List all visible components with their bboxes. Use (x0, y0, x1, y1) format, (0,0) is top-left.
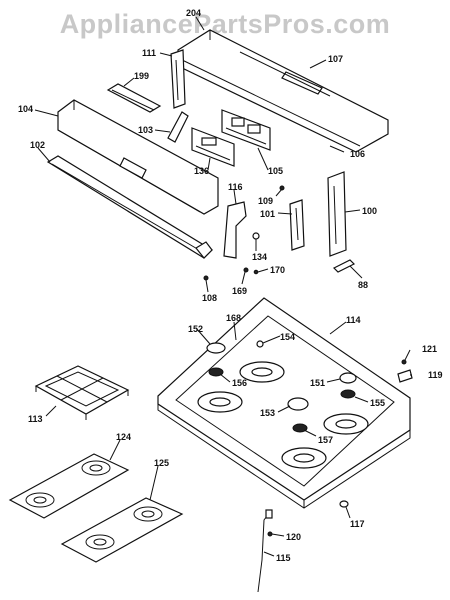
drip-pan (60, 497, 184, 563)
screw (243, 267, 249, 273)
part-label: 106 (350, 149, 365, 159)
ignition-wire (257, 509, 273, 593)
part-label: 109 (258, 196, 273, 206)
part-label: 154 (280, 332, 295, 342)
part-label: 117 (350, 519, 365, 529)
part-label: 169 (232, 286, 247, 296)
part-label: 152 (188, 324, 203, 334)
part-label: 136 (194, 166, 209, 176)
part-label: 101 (260, 209, 275, 219)
cooktop (157, 297, 411, 509)
part-label: 104 (18, 104, 33, 114)
part-label: 204 (186, 8, 201, 18)
part-label: 156 (232, 378, 247, 388)
screw (203, 275, 209, 281)
control-overlay (191, 127, 235, 167)
part-label: 114 (346, 315, 361, 325)
trim-strip (106, 83, 162, 113)
part-label: 151 (310, 378, 325, 388)
part-label: 105 (268, 166, 283, 176)
part-label: 121 (422, 344, 437, 354)
part-label: 119 (428, 370, 443, 380)
part-label: 103 (138, 125, 153, 135)
part-label: 115 (276, 553, 291, 563)
part-label: 170 (270, 265, 285, 275)
part-label: 168 (226, 313, 241, 323)
part-label: 199 (134, 71, 149, 81)
part-label: 88 (358, 280, 368, 290)
part-label: 157 (318, 435, 333, 445)
end-bracket (170, 49, 186, 109)
part-labels: 204 111 107 199 104 103 102 136 105 106 … (18, 8, 443, 563)
endcap (223, 201, 247, 259)
end-panel (327, 171, 347, 257)
clip (332, 259, 356, 273)
leader-lines (34, 16, 412, 557)
lower-trim (46, 155, 213, 259)
screw (279, 185, 285, 191)
plug (339, 500, 349, 508)
part-label: 153 (260, 408, 275, 418)
part-label: 116 (228, 182, 243, 192)
screw (253, 269, 259, 275)
watermark: AppliancePartsPros.com (59, 9, 391, 39)
drip-pan (8, 453, 130, 519)
part-label: 124 (116, 432, 131, 442)
part-label: 111 (142, 48, 156, 58)
part-label: 100 (362, 206, 377, 216)
part-label: 107 (328, 54, 343, 64)
clip (397, 369, 413, 383)
burner-grate (34, 365, 130, 420)
screw (401, 359, 407, 365)
part-label: 113 (28, 414, 43, 424)
part-label: 120 (286, 532, 301, 542)
lever-arm (167, 111, 189, 143)
control-panel (57, 99, 219, 215)
screw (252, 232, 260, 240)
side-bracket (289, 199, 305, 251)
part-label: 125 (154, 458, 169, 468)
part-label: 102 (30, 140, 45, 150)
part-label: 134 (252, 252, 267, 262)
part-label: 108 (202, 293, 217, 303)
part-label: 155 (370, 398, 385, 408)
backsplash-panel (177, 29, 389, 153)
clock-module (221, 109, 271, 151)
